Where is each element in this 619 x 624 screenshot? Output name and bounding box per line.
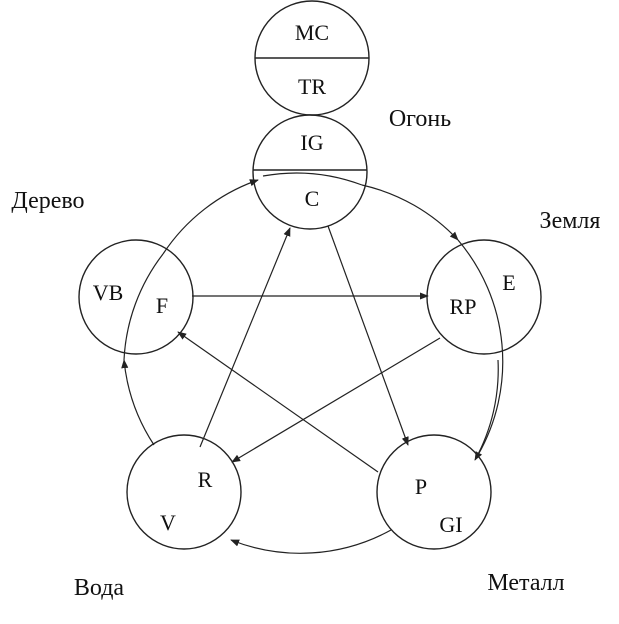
outer-cycle — [121, 172, 504, 554]
star-cycle — [177, 225, 441, 473]
element-fire: Огонь — [389, 106, 451, 132]
star-arrow-water-to-fire — [199, 227, 291, 448]
element-metal: Металл — [487, 570, 564, 596]
label-gi: GI — [439, 512, 462, 537]
node-fire-circle — [252, 114, 368, 230]
label-v: V — [160, 510, 176, 535]
label-tr: TR — [298, 74, 326, 99]
label-rp: RP — [450, 294, 477, 319]
star-arrow-earth-to-water — [231, 337, 441, 463]
label-c: C — [305, 186, 320, 211]
node-metal-circle — [376, 434, 492, 550]
cycle-earth-segment — [457, 239, 504, 456]
label-p: P — [415, 474, 427, 499]
label-ig: IG — [300, 130, 323, 155]
element-water: Вода — [74, 575, 125, 601]
label-f: F — [156, 293, 168, 318]
element-labels: Огонь Земля Металл Вода Дерево — [11, 106, 600, 601]
star-arrow-fire-to-metal — [327, 225, 409, 446]
element-wood: Дерево — [11, 188, 84, 214]
cycle-arrow-wood-to-fire — [262, 172, 363, 186]
element-earth: Земля — [540, 208, 601, 234]
cycle-arrow-metal-to-water — [230, 529, 392, 554]
star-arrow-metal-to-wood — [177, 331, 379, 473]
label-vb: VB — [93, 280, 124, 305]
cycle-arrow-into-fire — [162, 179, 259, 255]
label-r: R — [198, 467, 213, 492]
node-wood-circle — [78, 239, 194, 355]
cycle-arrow-earth-to-metal — [474, 359, 499, 461]
label-e: E — [502, 270, 515, 295]
cycle-arrow-fire-to-earth — [361, 184, 459, 241]
label-mc: MC — [295, 20, 329, 45]
cycle-wood-segment — [123, 253, 164, 361]
cycle-arrow-water-to-wood — [121, 359, 155, 446]
node-water-circle — [126, 434, 242, 550]
node-labels: MC TR IG C RP E P GI R V VB F — [93, 20, 516, 537]
node-earth-circle — [426, 239, 542, 355]
nodes-layer — [78, 0, 542, 550]
